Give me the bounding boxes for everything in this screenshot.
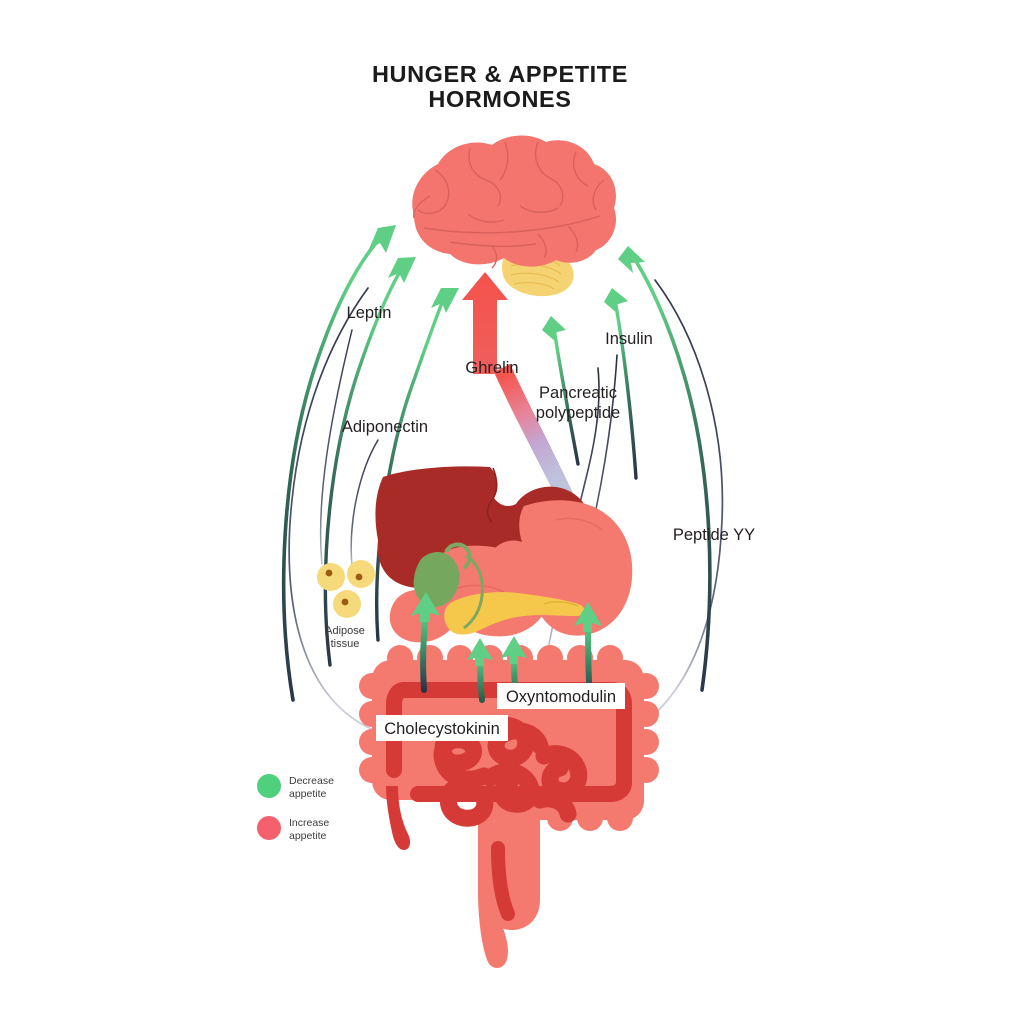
arrow-pancreatic-polypeptide <box>542 316 580 466</box>
label-box-cholecystokinin[interactable]: Cholecystokinin <box>376 715 508 741</box>
legend-label-increase-line-1: Increase <box>289 817 329 829</box>
legend-item-increase[interactable]: Increase appetite <box>257 816 329 842</box>
boxed-hormone-labels: Oxyntomodulin Cholecystokinin <box>376 683 625 741</box>
brain-sulci <box>413 141 605 269</box>
label-adiponectin[interactable]: Adiponectin <box>342 418 428 436</box>
label-leptin[interactable]: Leptin <box>347 304 392 322</box>
title-line-2: HORMONES <box>428 86 571 112</box>
connector-peptide-yy <box>639 279 724 727</box>
arrow-leptin <box>323 257 416 667</box>
adipose-tissue-label-line-1: Adipose <box>325 625 365 637</box>
arrow-peptide-yy <box>618 246 712 692</box>
label-ghrelin[interactable]: Ghrelin <box>465 359 518 377</box>
legend-swatch-increase <box>257 816 281 840</box>
bile-duct <box>463 554 484 630</box>
brain-illustration <box>412 135 616 297</box>
arrow-insulin <box>604 288 638 480</box>
legend-label-increase-line-2: appetite <box>289 830 327 842</box>
title-line-1: HUNGER & APPETITE <box>372 61 628 87</box>
legend: Decrease appetite Increase appetite <box>257 774 334 842</box>
connector-cholecystokinin <box>288 287 377 732</box>
legend-label-decrease-line-1: Decrease <box>289 775 334 787</box>
arrow-leptin-outer <box>281 225 396 702</box>
adipose-tissue-label-line-2: tissue <box>331 638 360 650</box>
legend-label-decrease-line-2: appetite <box>289 788 327 800</box>
legend-swatch-decrease <box>257 774 281 798</box>
label-cholecystokinin: Cholecystokinin <box>384 720 500 738</box>
hormone-arrows-to-brain <box>281 225 712 702</box>
cerebrum <box>412 135 616 267</box>
label-pancreatic-polypeptide-line-2[interactable]: polypeptide <box>536 404 620 422</box>
label-pancreatic-polypeptide-line-1[interactable]: Pancreatic <box>539 384 617 402</box>
label-oxyntomodulin: Oxyntomodulin <box>506 688 616 706</box>
arrow-adiponectin <box>375 288 459 642</box>
label-box-oxyntomodulin[interactable]: Oxyntomodulin <box>497 683 625 709</box>
connector-leptin <box>319 329 353 565</box>
page-title: HUNGER & APPETITE HORMONES <box>372 61 628 112</box>
connector-adiponectin <box>350 439 379 567</box>
legend-item-decrease[interactable]: Decrease appetite <box>257 774 334 800</box>
label-insulin[interactable]: Insulin <box>605 330 653 348</box>
gallbladder <box>413 542 484 630</box>
hormone-labels: Leptin Adiponectin Ghrelin Pancreatic po… <box>342 304 755 544</box>
arrow-to-gallbladder <box>411 592 440 693</box>
stomach <box>489 500 633 636</box>
adipose-tissue: Adipose tissue <box>317 560 375 650</box>
label-peptide-yy[interactable]: Peptide YY <box>673 526 755 544</box>
arrow-to-pancreas-left <box>467 638 493 703</box>
